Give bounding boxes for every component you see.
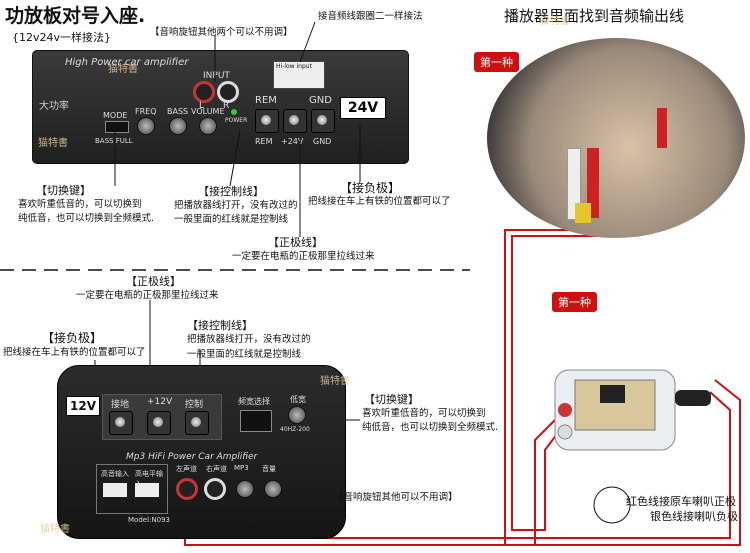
- control-desc2-top: 一般里面的红线就是控制线: [174, 214, 289, 225]
- gnd-label: GND: [309, 95, 332, 106]
- variant-tag-2: 第一种: [552, 292, 597, 312]
- terminal-caption-3: GND: [313, 137, 332, 146]
- pos-desc-bottom: 一定要在电瓶的正极那里拉线过来: [76, 290, 219, 301]
- top-amp-header: High Power car amplifier: [65, 57, 189, 68]
- volume-label: VOLUME: [191, 107, 225, 116]
- left-channel-jack[interactable]: [176, 478, 198, 500]
- wire-note-red: 红色线接原车喇叭正极: [626, 495, 736, 508]
- pos-desc-top: 一定要在电瓶的正极那里拉线过来: [232, 251, 375, 262]
- freq-range-label: 40HZ-200: [280, 426, 310, 433]
- watermark: 猫特書: [320, 376, 350, 387]
- variant-tag-1: 第一种: [474, 52, 519, 72]
- volume-label-bottom: 音量: [262, 465, 276, 473]
- r-label: R: [223, 101, 230, 111]
- ground-terminal[interactable]: [109, 411, 133, 435]
- voltage-badge-12v: 12V: [66, 396, 100, 416]
- knob-note-bottom: 【音响旋钮其他可以不用调】: [334, 492, 458, 503]
- hilow-label: Hi-low input: [276, 63, 312, 70]
- input-label: INPUT: [203, 71, 230, 81]
- pos-title-bottom: 【正极线】: [126, 275, 181, 288]
- white-rca-plug: [567, 148, 581, 220]
- gnd-terminal[interactable]: [311, 109, 335, 133]
- l-label: L: [199, 101, 205, 111]
- switch-key-desc1-top: 喜欢听重低音的，可以切换到: [18, 199, 142, 210]
- volume-knob-bottom[interactable]: [264, 480, 282, 498]
- player-cable-photo: [487, 38, 745, 238]
- watermark: 猫特書: [540, 16, 570, 27]
- top-amp-brand: 大功率: [39, 101, 69, 112]
- mp3-jack[interactable]: [236, 480, 254, 498]
- high-low-converter-device: [554, 369, 711, 451]
- switch-key-title-bottom: 【切换键】: [364, 393, 419, 406]
- neg-title-top: 【接负极】: [340, 181, 401, 195]
- freq-select-switch[interactable]: [240, 410, 272, 432]
- yellow-rca-plug: [575, 203, 591, 223]
- rem-terminal[interactable]: [255, 109, 279, 133]
- switch-key-title-top: 【切换键】: [36, 184, 91, 197]
- switch-key-desc1-bottom: 喜欢听重低音的，可以切换到: [362, 408, 486, 419]
- watermark: 猫特書: [38, 138, 68, 149]
- control-terminal[interactable]: [185, 411, 209, 435]
- terminal-caption-2: +24V: [281, 137, 304, 146]
- rca-right-jack[interactable]: [217, 81, 239, 103]
- neg-desc-bottom: 把线接在车上有铁的位置都可以了: [3, 347, 146, 358]
- ext-input-port[interactable]: [135, 483, 159, 497]
- rem-label: REM: [255, 95, 277, 106]
- high-input-port[interactable]: [103, 483, 127, 497]
- control-desc1-top: 把播放器线打开，没有改过的: [174, 200, 298, 211]
- bass-width-knob[interactable]: [288, 406, 306, 424]
- pos-title-top: 【正极线】: [268, 236, 323, 249]
- model-label: Model:N093: [128, 516, 170, 524]
- plus24v-terminal[interactable]: [283, 109, 307, 133]
- hilow-note: 接音频线跟圈二一样接法: [318, 11, 423, 22]
- right-channel-jack[interactable]: [204, 478, 226, 500]
- freq-label: FREQ: [135, 107, 157, 116]
- right-channel-label: 右声道: [206, 465, 227, 473]
- plus12v-terminal[interactable]: [147, 411, 171, 435]
- input-port-group: 高音输入 高电平输入: [96, 464, 168, 514]
- voltage-badge-24v: 24V: [340, 97, 386, 119]
- terminal-caption-1: REM: [255, 137, 273, 146]
- mode-label: MODE: [103, 111, 128, 120]
- power-label: POWER: [225, 117, 248, 124]
- left-channel-label: 左声道: [176, 465, 197, 473]
- top-amplifier-panel: High Power car amplifier 大功率 MODE BASS F…: [32, 50, 409, 164]
- control-title-top: 【接控制线】: [198, 185, 264, 198]
- top-right-title: 播放器里面找到音频输出线: [504, 7, 685, 25]
- bass-full-label: BASS FULL: [95, 137, 133, 145]
- neg-desc-top: 把线接在车上有铁的位置都可以了: [308, 196, 451, 207]
- power-terminal-block: 接地 +12V 控制: [102, 394, 222, 440]
- high-input-label: 高音输入: [101, 470, 129, 478]
- bass-label: BASS: [167, 107, 189, 116]
- mode-switch[interactable]: [105, 121, 129, 133]
- bass-knob[interactable]: [169, 117, 187, 135]
- wire-note-silver: 银色线接喇叭负极: [650, 510, 738, 523]
- watermark: 猫特書: [108, 64, 138, 75]
- terminal-label-12v: +12V: [147, 397, 173, 407]
- volume-knob[interactable]: [199, 117, 217, 135]
- control-desc2-bottom: 一般里面的红线就是控制线: [187, 349, 302, 360]
- power-led: [231, 109, 237, 115]
- red-cable-end: [657, 108, 667, 148]
- knob-note-top: 【音响旋钮其他两个可以不用调】: [150, 27, 293, 38]
- page-title: 功放板对号入座.: [5, 5, 146, 27]
- control-desc1-bottom: 把播放器线打开，没有改过的: [187, 334, 311, 345]
- bottom-amplifier-panel: 接地 +12V 控制 频宽选择 低宽 40HZ-200 Mp3 HiFi Pow…: [57, 365, 346, 539]
- switch-key-desc2-bottom: 纯低音，也可以切换到全频模式.: [362, 422, 499, 433]
- rca-left-jack[interactable]: [193, 81, 215, 103]
- terminal-label-ground: 接地: [111, 400, 130, 410]
- mp3-label: MP3: [234, 464, 249, 472]
- subtitle: {12v24v一样接法}: [12, 31, 112, 44]
- freq-knob[interactable]: [137, 117, 155, 135]
- hilow-input-port[interactable]: Hi-low input: [273, 61, 325, 89]
- freq-select-label: 频宽选择: [238, 397, 270, 406]
- bass-width-label: 低宽: [290, 395, 306, 404]
- watermark: 猫特書: [40, 524, 70, 535]
- neg-title-bottom: 【接负极】: [42, 331, 103, 345]
- control-title-bottom: 【接控制线】: [187, 319, 253, 332]
- bottom-amp-header: Mp3 HiFi Power Car Amplifier: [126, 452, 258, 462]
- red-rca-plug: [587, 148, 599, 218]
- switch-key-desc2-top: 纯低音，也可以切换到全频模式.: [18, 213, 155, 224]
- terminal-label-control: 控制: [185, 400, 204, 410]
